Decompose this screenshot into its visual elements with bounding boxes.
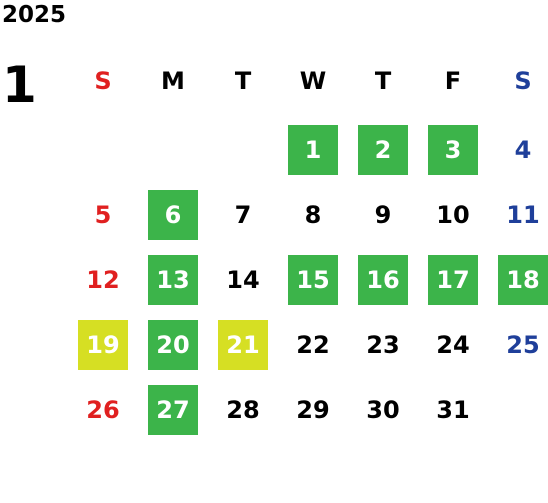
day-cell: 7 (234, 201, 252, 229)
day-cell: 21 (218, 320, 268, 370)
day-cell: 1 (288, 125, 338, 175)
day-cell: 27 (148, 385, 198, 435)
empty-day-cell (218, 125, 268, 175)
weekday-thursday: T (374, 67, 392, 95)
weekday-tuesday: T (234, 67, 252, 95)
day-cell: 17 (428, 255, 478, 305)
day-cell: 5 (94, 201, 112, 229)
day-cell: 30 (366, 396, 400, 424)
weekday-friday: F (444, 67, 462, 95)
day-cell: 31 (436, 396, 470, 424)
day-cell: 2 (358, 125, 408, 175)
day-cell: 28 (226, 396, 260, 424)
empty-day-cell (78, 125, 128, 175)
day-cell: 19 (78, 320, 128, 370)
weekday-wednesday: W (299, 67, 327, 95)
day-cell: 9 (374, 201, 392, 229)
day-cell: 3 (428, 125, 478, 175)
day-cell: 14 (226, 266, 260, 294)
day-cell: 11 (506, 201, 540, 229)
day-cell: 22 (296, 331, 330, 359)
day-cell: 8 (304, 201, 322, 229)
day-cell: 20 (148, 320, 198, 370)
day-cell: 24 (436, 331, 470, 359)
day-cell: 16 (358, 255, 408, 305)
day-cell: 13 (148, 255, 198, 305)
empty-day-cell (148, 125, 198, 175)
day-cell: 23 (366, 331, 400, 359)
day-cell: 4 (514, 136, 532, 164)
day-cell: 15 (288, 255, 338, 305)
day-cell: 29 (296, 396, 330, 424)
month-label: 1 (2, 56, 37, 114)
day-cell: 18 (498, 255, 548, 305)
year-label: 2025 (2, 2, 67, 28)
weekday-sunday: S (94, 67, 112, 95)
day-cell: 10 (436, 201, 470, 229)
day-cell: 6 (148, 190, 198, 240)
day-cell: 25 (506, 331, 540, 359)
empty-day-cell (498, 385, 548, 435)
weekday-saturday: S (514, 67, 532, 95)
day-cell: 26 (86, 396, 120, 424)
weekday-monday: M (161, 67, 185, 95)
day-cell: 12 (86, 266, 120, 294)
